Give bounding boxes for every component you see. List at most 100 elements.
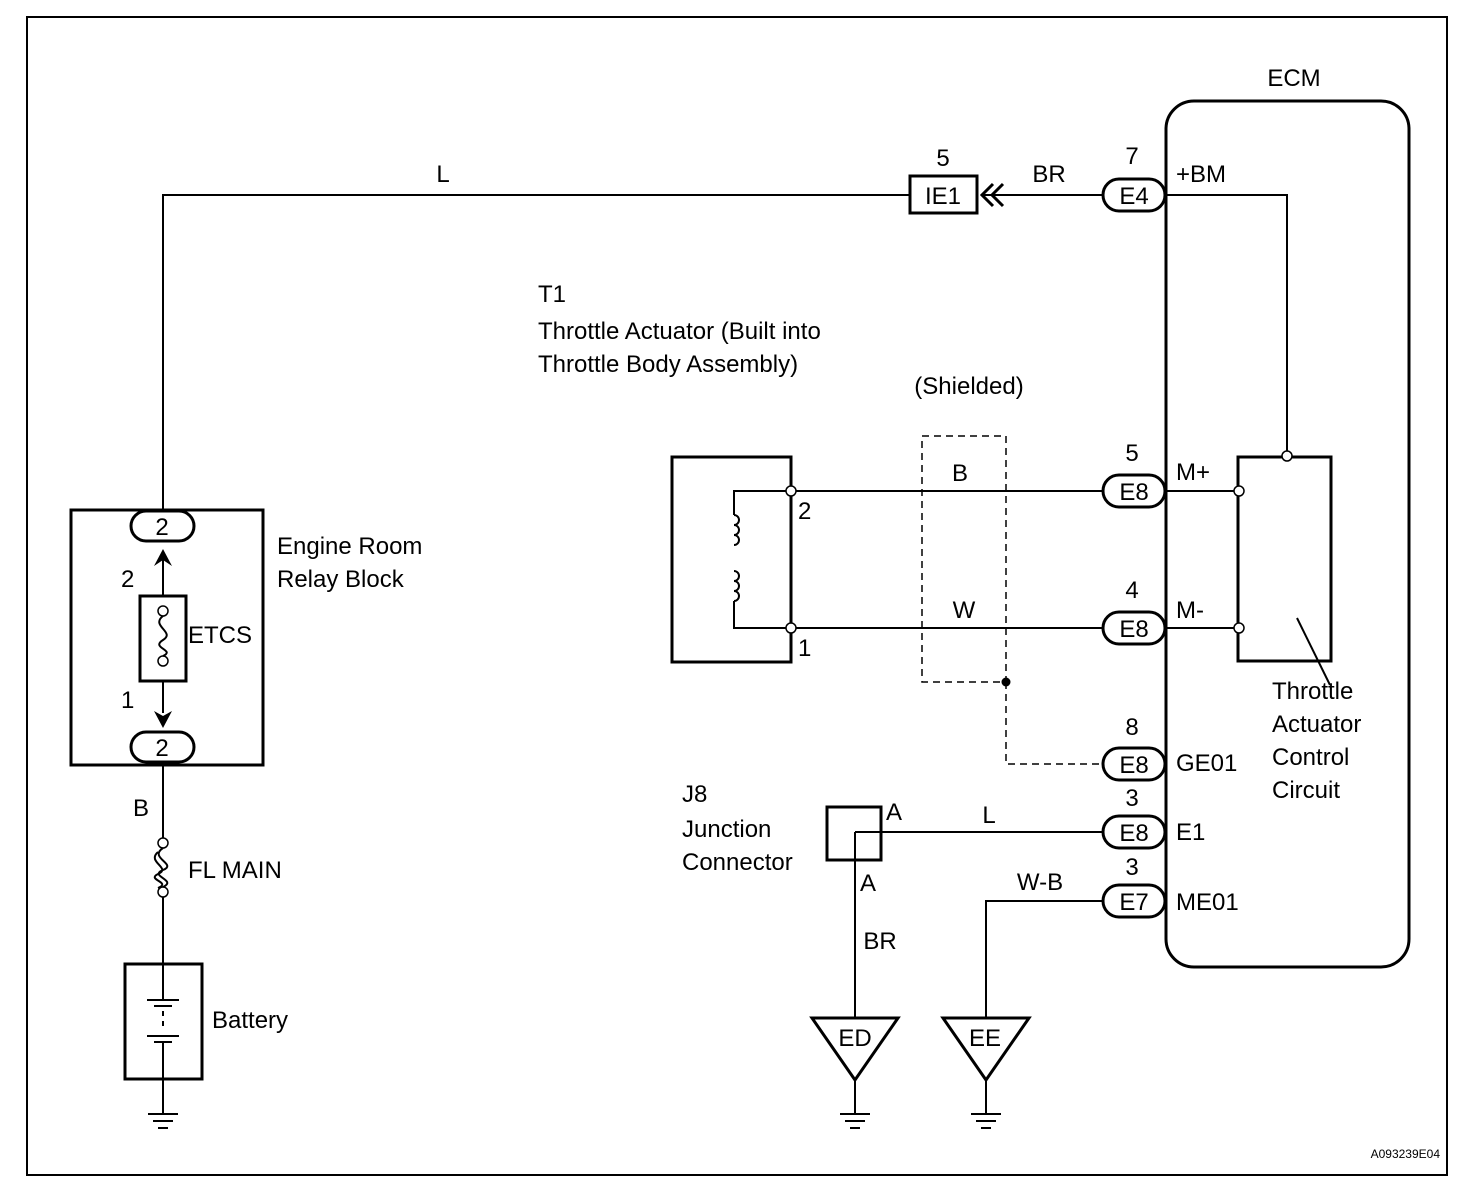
fl-main-node-top xyxy=(157,837,169,849)
etcs-fuse-box xyxy=(138,594,188,683)
control-circuit-line-3: Control xyxy=(1272,744,1349,771)
terminal-ge01: GE01 xyxy=(1176,750,1237,777)
throttle-title-1: Throttle Actuator (Built into xyxy=(538,318,821,345)
junction-pin-right: A xyxy=(886,799,902,826)
wire-label-l-top: L xyxy=(436,161,449,188)
connector-e4-id: E4 xyxy=(1119,183,1148,210)
shield-box xyxy=(921,435,1007,683)
relay-block-title-2: Relay Block xyxy=(277,566,405,593)
terminal-me01: ME01 xyxy=(1176,889,1239,916)
relay-bottom-connector: 2 xyxy=(129,730,196,764)
fl-main-fusible-link-icon xyxy=(153,847,169,889)
throttle-pin-1: 1 xyxy=(798,635,811,662)
control-circuit-line-4: Circuit xyxy=(1272,777,1340,804)
etcs-fuse-label: ETCS xyxy=(188,622,252,649)
bm-internal-wire xyxy=(1166,194,1288,455)
terminal-mplus: M+ xyxy=(1176,459,1210,486)
throttle-title-2: Throttle Body Assembly) xyxy=(538,351,798,378)
shield-label: (Shielded) xyxy=(914,373,1023,400)
control-circuit-line-1: Throttle xyxy=(1272,678,1353,705)
ecm-box xyxy=(1164,99,1411,969)
battery-label: Battery xyxy=(212,1007,288,1034)
etcs-fuse-icon xyxy=(158,615,168,657)
connector-e8-mminus-pin: 4 xyxy=(1125,577,1138,604)
fl-main-node-bottom xyxy=(157,886,169,898)
connector-e7: E7 3 ME01 xyxy=(1101,854,1239,919)
connector-e8-e1-pin: 3 xyxy=(1125,785,1138,812)
relay-pin-upper: 2 xyxy=(121,566,134,593)
terminal-mminus: M- xyxy=(1176,597,1204,624)
throttle-actuator-box xyxy=(670,455,793,664)
motor-coil-icon xyxy=(733,514,740,602)
connector-e4-pin: 7 xyxy=(1125,143,1138,170)
fl-main-label: FL MAIN xyxy=(188,857,282,884)
wire-label-wb: W-B xyxy=(1017,869,1063,896)
ground-ed-icon xyxy=(840,1080,870,1129)
mminus-internal-node xyxy=(1233,622,1245,634)
junction-pin-bottom: A xyxy=(860,870,876,897)
throttle-code: T1 xyxy=(538,281,566,308)
wire-label-b-relay: B xyxy=(133,795,149,822)
ground-ee-label: EE xyxy=(969,1025,1001,1052)
shield-drain-wire xyxy=(1005,682,1104,765)
control-circuit-label: Throttle Actuator Control Circuit xyxy=(1272,678,1361,804)
junction-title-2: Connector xyxy=(682,849,793,876)
ie1-connector xyxy=(908,174,979,215)
connector-e8-mminus: E8 4 M- xyxy=(1101,577,1204,646)
mplus-internal-node xyxy=(1233,485,1245,497)
terminal-e1: E1 xyxy=(1176,819,1205,846)
relay-top-connector: 2 xyxy=(129,509,196,543)
wire-label-w: W xyxy=(953,597,976,624)
connector-e8-mplus-id: E8 xyxy=(1119,479,1148,506)
motor-winding-wire xyxy=(733,490,786,629)
connector-e4: E4 7 +BM xyxy=(1101,143,1226,213)
figure-id: A093239E04 xyxy=(1371,1147,1441,1161)
wire-label-br-top: BR xyxy=(1032,161,1065,188)
battery-ground-icon xyxy=(148,1079,178,1129)
relay-up-arrow-icon xyxy=(154,549,172,566)
bm-internal-node xyxy=(1281,450,1293,462)
connector-e8-mplus: E8 5 M+ xyxy=(1101,440,1210,509)
diagram-frame xyxy=(26,16,1448,1176)
connector-e8-e1: E8 3 E1 xyxy=(1101,785,1205,850)
control-circuit-leader xyxy=(1296,617,1331,686)
connector-e8-ge01-pin: 8 xyxy=(1125,714,1138,741)
battery-icon xyxy=(147,964,179,1079)
connector-e8-mplus-pin: 5 xyxy=(1125,440,1138,467)
junction-title-1: Junction xyxy=(682,816,771,843)
shield-junction-node xyxy=(1001,677,1011,687)
etcs-fuse-node-top xyxy=(157,605,169,617)
junction-code: J8 xyxy=(682,781,707,808)
connector-e7-pin: 3 xyxy=(1125,854,1138,881)
control-circuit-box xyxy=(1236,455,1333,663)
connector-e8-ge01: E8 8 GE01 xyxy=(1101,714,1237,782)
ecm-title: ECM xyxy=(1267,65,1320,92)
ie1-pin: 5 xyxy=(936,145,949,172)
throttle-pin-2-node xyxy=(785,485,797,497)
throttle-pin-1-node xyxy=(785,622,797,634)
ground-ee: EE xyxy=(940,1016,1032,1129)
relay-top-connector-label: 2 xyxy=(155,514,168,541)
relay-down-arrow-icon xyxy=(154,711,172,728)
ground-ed-label: ED xyxy=(838,1025,871,1052)
connector-e8-mminus-id: E8 xyxy=(1119,616,1148,643)
connector-e7-id: E7 xyxy=(1119,889,1148,916)
etcs-fuse-node-bottom xyxy=(157,655,169,667)
relay-block-title-1: Engine Room xyxy=(277,533,422,560)
terminal-bm: +BM xyxy=(1176,161,1226,188)
throttle-pin-2: 2 xyxy=(798,498,811,525)
ie1-label: IE1 xyxy=(925,183,961,210)
relay-bottom-connector-label: 2 xyxy=(155,735,168,762)
ground-ed: ED xyxy=(809,1016,901,1129)
wire-wb xyxy=(985,900,1104,1018)
connector-e8-ge01-id: E8 xyxy=(1119,752,1148,779)
relay-pin-lower: 1 xyxy=(121,687,134,714)
control-circuit-line-2: Actuator xyxy=(1272,711,1361,738)
ground-ee-icon xyxy=(971,1080,1001,1129)
wire-l-top xyxy=(162,194,910,510)
wire-label-br-ed: BR xyxy=(863,928,896,955)
connector-e8-e1-id: E8 xyxy=(1119,820,1148,847)
wire-label-l-j8: L xyxy=(982,802,995,829)
wire-label-b: B xyxy=(952,460,968,487)
